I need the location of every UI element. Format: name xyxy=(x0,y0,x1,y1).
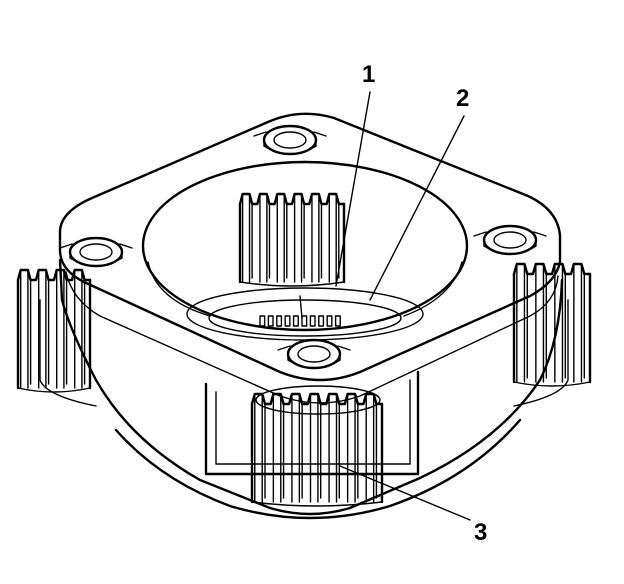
carrier-front-window xyxy=(204,370,420,476)
callout-3: 3 xyxy=(474,519,487,546)
carrier-front-window-inner xyxy=(215,379,411,465)
bore-rim xyxy=(141,160,469,332)
thrust-washer-inner xyxy=(208,299,402,337)
pinion-pins xyxy=(59,124,547,370)
pinion-gear-right xyxy=(512,262,592,387)
washer-tab xyxy=(299,295,303,319)
pinion-gear-front xyxy=(250,385,384,507)
callout-1-leader xyxy=(335,91,371,287)
callout-2-leader xyxy=(369,115,465,301)
carrier-right-window xyxy=(513,299,569,407)
carrier-top-face xyxy=(58,112,562,382)
bore-inner-wall-right xyxy=(403,261,463,317)
pinion-gear-left xyxy=(16,268,92,393)
carrier-right-skirt xyxy=(418,278,564,480)
callout-2: 2 xyxy=(456,85,469,112)
carrier-bottom-rim xyxy=(114,418,522,520)
callouts: 1 2 3 xyxy=(335,61,487,546)
pinion-gear-back xyxy=(238,192,346,287)
bore-inner-wall-left xyxy=(147,261,211,317)
callout-3-leader xyxy=(339,465,471,521)
carrier-ledge xyxy=(65,271,559,404)
thrust-washer-outer xyxy=(186,287,424,341)
carrier-left-window xyxy=(39,299,97,407)
sun-gear xyxy=(259,315,341,327)
callout-1: 1 xyxy=(362,61,375,88)
carrier-bore xyxy=(141,160,469,341)
